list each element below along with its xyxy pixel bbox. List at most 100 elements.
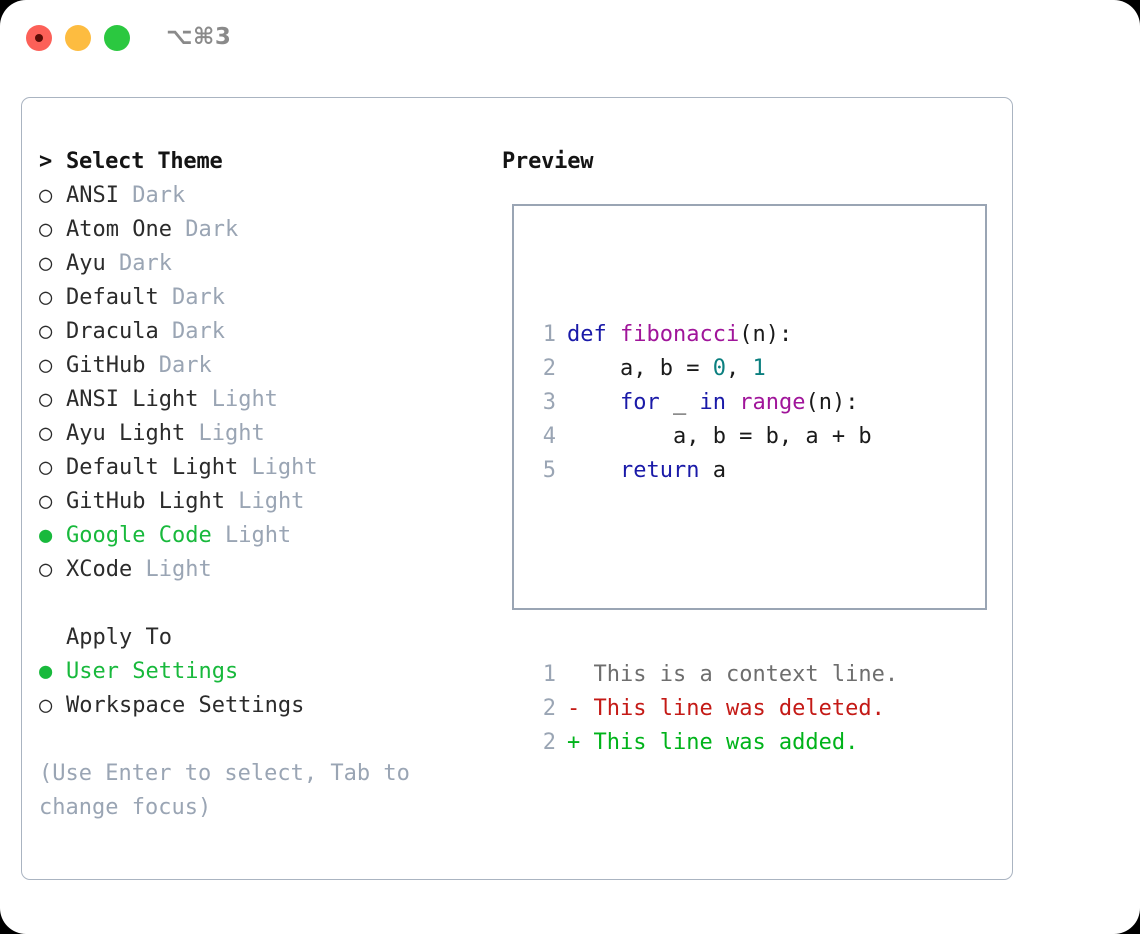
diff-line-text: This line was added. xyxy=(593,730,859,755)
theme-item-variant: Dark xyxy=(171,285,225,310)
diff-sign: - xyxy=(567,696,581,721)
code-token-txt xyxy=(567,458,620,483)
code-token-fn: range xyxy=(739,390,806,415)
section-spacer xyxy=(39,587,479,621)
theme-item-label: Dracula xyxy=(66,319,159,344)
code-line: 5 return a xyxy=(530,454,898,488)
theme-list-item[interactable]: ANSI Dark xyxy=(39,179,479,213)
theme-item-label: GitHub Light xyxy=(66,489,225,514)
code-token-txt xyxy=(726,390,739,415)
theme-item-variant: Light xyxy=(211,387,278,412)
radio-empty-icon xyxy=(39,247,66,281)
code-token-num: 1 xyxy=(752,356,766,381)
radio-empty-icon xyxy=(39,281,66,315)
apply-to-item[interactable]: Workspace Settings xyxy=(39,689,479,723)
theme-list-item[interactable]: Google Code Light xyxy=(39,519,479,553)
radio-empty-icon xyxy=(39,451,66,485)
code-token-txt: (n): xyxy=(805,390,859,415)
code-token-txt: , xyxy=(725,356,753,381)
code-line: 4 a, b = b, a + b xyxy=(530,420,898,454)
close-button[interactable] xyxy=(26,25,52,51)
window-titlebar: ⌥⌘3 xyxy=(0,0,1140,78)
theme-item-variant: Light xyxy=(145,557,212,582)
theme-item-variant: Dark xyxy=(132,183,186,208)
line-number: 2 xyxy=(542,696,556,721)
theme-item-variant: Light xyxy=(224,523,292,548)
theme-list-item[interactable]: GitHub Dark xyxy=(39,349,479,383)
radio-empty-icon xyxy=(39,689,66,723)
spacer xyxy=(159,285,172,310)
code-token-txt: (n): xyxy=(739,322,793,347)
radio-empty-icon xyxy=(39,383,66,417)
theme-item-label: Default Light xyxy=(66,455,239,480)
code-token-fn: fibonacci xyxy=(619,322,740,347)
spacer xyxy=(580,730,593,755)
code-token-num: 0 xyxy=(712,356,726,381)
theme-list-item[interactable]: Ayu Dark xyxy=(39,247,479,281)
theme-picker: >Select Theme ANSI DarkAtom One DarkAyu … xyxy=(39,145,479,825)
apply-to-item-label: Workspace Settings xyxy=(66,693,305,718)
theme-list-item[interactable]: Default Dark xyxy=(39,281,479,315)
code-token-kw: return xyxy=(619,458,700,483)
diff-sign: + xyxy=(567,730,581,755)
line-number: 4 xyxy=(542,424,556,449)
theme-item-label: ANSI Light xyxy=(66,387,199,412)
theme-list-item[interactable]: Dracula Dark xyxy=(39,315,479,349)
theme-list-item[interactable]: Default Light Light xyxy=(39,451,479,485)
radio-empty-icon xyxy=(39,349,66,383)
line-number: 3 xyxy=(542,390,556,415)
apply-to-item-label: User Settings xyxy=(66,659,239,684)
theme-item-label: Atom One xyxy=(66,217,172,242)
radio-empty-icon xyxy=(39,485,66,519)
theme-list-item[interactable]: XCode Light xyxy=(39,553,479,587)
theme-item-variant: Dark xyxy=(119,251,172,276)
radio-empty-icon xyxy=(39,179,66,213)
spacer xyxy=(212,523,225,548)
theme-list-item[interactable]: Atom One Dark xyxy=(39,213,479,247)
diff-sign xyxy=(567,662,580,687)
radio-empty-icon xyxy=(39,315,66,349)
radio-selected-icon xyxy=(39,519,66,553)
code-token-txt: a xyxy=(699,458,726,483)
spacer xyxy=(198,387,211,412)
spacer xyxy=(145,353,158,378)
code-token-txt: a, b = xyxy=(567,356,713,381)
spacer xyxy=(119,183,132,208)
code-blank-line xyxy=(530,556,898,590)
theme-list: ANSI DarkAtom One DarkAyu DarkDefault Da… xyxy=(39,179,479,587)
line-number: 5 xyxy=(542,458,556,483)
diff-line: 2 + This line was added. xyxy=(530,726,898,760)
select-theme-header-label: Select Theme xyxy=(66,149,223,174)
spacer xyxy=(106,251,119,276)
theme-item-variant: Light xyxy=(251,455,318,480)
theme-item-label: GitHub xyxy=(66,353,146,378)
code-token-kw: in xyxy=(699,390,726,415)
apply-to-item[interactable]: User Settings xyxy=(39,655,479,689)
minimize-button[interactable] xyxy=(65,25,91,51)
spacer xyxy=(159,319,172,344)
select-theme-header: >Select Theme xyxy=(39,145,479,179)
preview-title: Preview xyxy=(502,149,594,174)
code-token-kw: def xyxy=(567,322,620,347)
spacer xyxy=(225,489,238,514)
radio-empty-icon xyxy=(39,553,66,587)
theme-list-item[interactable]: Ayu Light Light xyxy=(39,417,479,451)
main-panel: >Select Theme ANSI DarkAtom One DarkAyu … xyxy=(21,97,1013,880)
code-line: 2 a, b = 0, 1 xyxy=(530,352,898,386)
maximize-button[interactable] xyxy=(104,25,130,51)
theme-item-label: Ayu xyxy=(66,251,106,276)
radio-selected-icon xyxy=(39,655,66,689)
theme-item-label: Google Code xyxy=(66,523,212,548)
line-number: 2 xyxy=(542,730,556,755)
theme-item-label: ANSI xyxy=(66,183,119,208)
line-number: 1 xyxy=(542,662,556,687)
theme-list-item[interactable]: GitHub Light Light xyxy=(39,485,479,519)
theme-list-item[interactable]: ANSI Light Light xyxy=(39,383,479,417)
keyboard-hint: (Use Enter to select, Tab to change focu… xyxy=(39,761,410,820)
line-number: 2 xyxy=(542,356,556,381)
theme-item-label: XCode xyxy=(66,557,133,582)
